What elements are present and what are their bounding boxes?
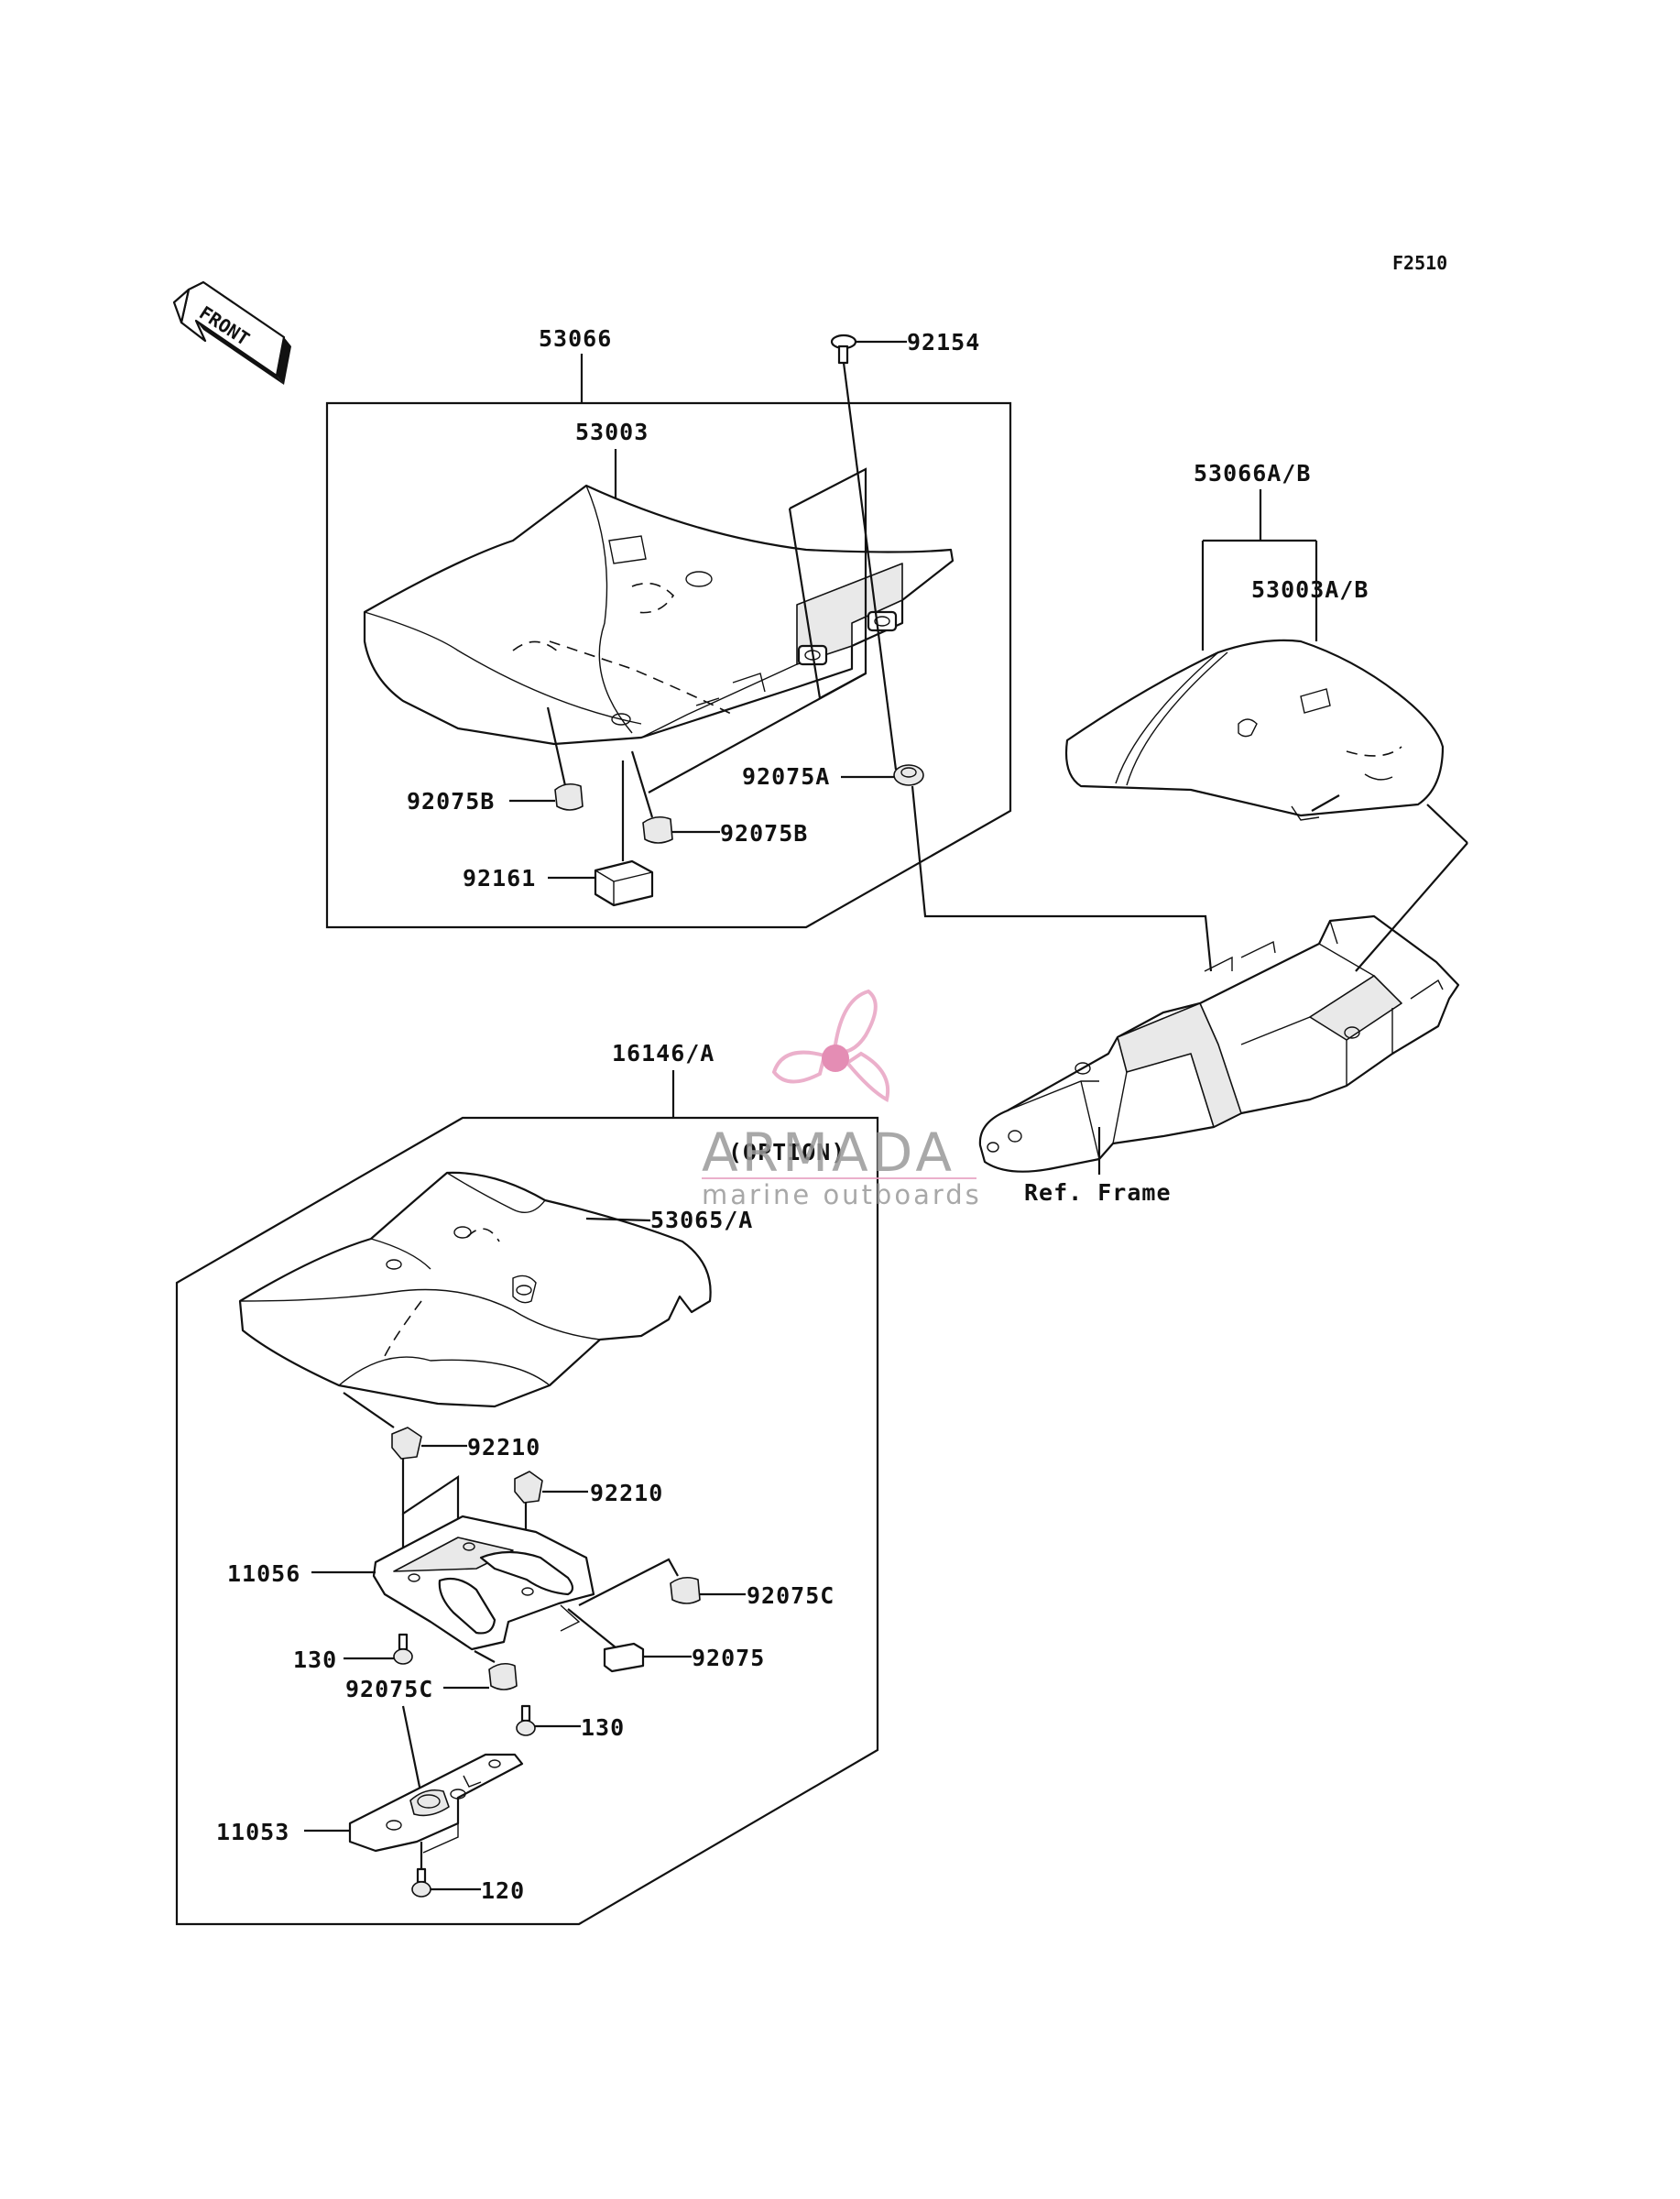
pillion-seat-group: 53066A/B 53003A/B	[1064, 460, 1445, 821]
damper-92075b-left	[554, 782, 584, 811]
diagram-code: F2510	[1392, 252, 1447, 274]
watermark-title: ARMADA	[702, 1121, 955, 1184]
label-53003ab: 53003A/B	[1251, 576, 1369, 603]
watermark-subtitle: marine outboards	[702, 1179, 982, 1210]
damper-92075c-left	[488, 1662, 518, 1690]
label-11053: 11053	[216, 1819, 289, 1845]
label-130-right: 130	[581, 1714, 625, 1741]
label-53066: 53066	[539, 325, 612, 352]
label-53065a: 53065/A	[650, 1207, 753, 1233]
clip-92210-right	[514, 1471, 543, 1504]
label-92075c-left: 92075C	[345, 1676, 433, 1702]
clip-92210-left	[391, 1427, 422, 1460]
bolt-92154	[830, 334, 907, 771]
label-92075b-right: 92075B	[720, 820, 808, 847]
propeller-icon	[771, 989, 890, 1103]
option-seat-cowl-group: 16146/A (OPTION) 53065/A 92210	[175, 1040, 879, 1926]
bracket-11056	[372, 1515, 595, 1651]
label-92075: 92075	[692, 1645, 765, 1671]
label-16146a: 16146/A	[612, 1040, 715, 1067]
label-130-left: 130	[293, 1647, 337, 1673]
rider-seat-group: 53066 53003	[325, 325, 1012, 929]
frame-subframe	[978, 914, 1460, 1173]
label-53066ab: 53066A/B	[1194, 460, 1311, 487]
screw-130-left	[393, 1633, 413, 1665]
seat-cowl-53065a	[238, 1171, 712, 1408]
label-92075b-left: 92075B	[407, 788, 495, 815]
rider-seat	[363, 484, 955, 746]
label-ref-frame: Ref. Frame	[1024, 1179, 1172, 1206]
label-92075c-right: 92075C	[747, 1582, 835, 1609]
bracket-11053	[348, 1753, 524, 1854]
label-120: 120	[481, 1877, 525, 1904]
screw-130-right	[516, 1704, 536, 1736]
pillion-seat	[1064, 639, 1445, 821]
damper-92075b-right	[642, 815, 673, 844]
damper-92075c-right	[670, 1576, 701, 1604]
label-92161: 92161	[463, 865, 536, 892]
screw-120	[411, 1867, 431, 1898]
label-92210-a: 92210	[467, 1434, 540, 1461]
front-arrow-icon: FRONT	[172, 280, 291, 385]
label-92210-b: 92210	[590, 1480, 663, 1506]
label-11056: 11056	[227, 1560, 300, 1587]
damper-92075a	[893, 764, 924, 786]
armada-watermark: ARMADA marine outboards	[702, 989, 982, 1210]
pad-92161	[594, 859, 654, 907]
label-option: (OPTION)	[728, 1139, 845, 1165]
pad-92075	[603, 1642, 645, 1673]
label-92075a: 92075A	[742, 763, 830, 790]
label-53003: 53003	[575, 419, 649, 445]
label-92154: 92154	[907, 329, 980, 356]
